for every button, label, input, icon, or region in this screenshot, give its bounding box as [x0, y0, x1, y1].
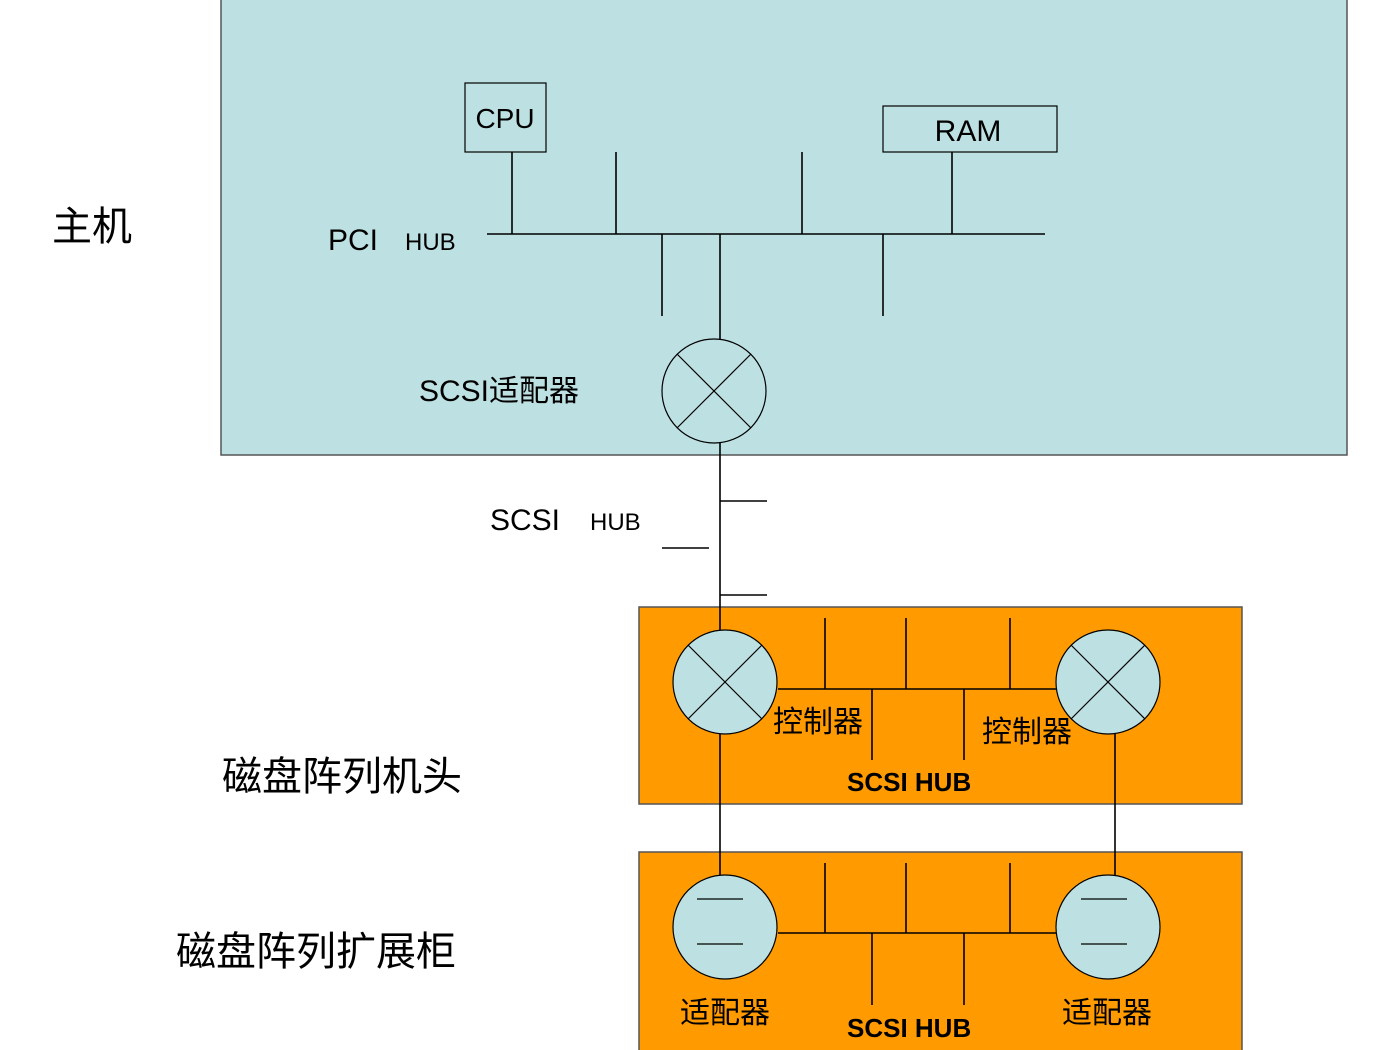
adapter-right-node	[1055, 874, 1161, 980]
array-expansion-label: 磁盘阵列扩展柜	[176, 929, 456, 975]
scsi-label: SCSI	[490, 504, 560, 537]
scsi-adapter-cross-b	[676, 353, 752, 429]
array-head-label: 磁盘阵列机头	[222, 754, 462, 800]
ram-label: RAM	[935, 115, 1002, 148]
cpu-box	[464, 82, 547, 153]
pci-label: PCI	[328, 224, 378, 257]
controller-right-label: 控制器	[982, 715, 1072, 750]
scsi-hub-label: HUB	[590, 509, 641, 536]
adapter-right-label: 适配器	[1062, 996, 1152, 1031]
ext-scsi-hub-label: SCSI HUB	[847, 1013, 971, 1043]
controller-left-label: 控制器	[773, 705, 863, 740]
controller-right-cross-b	[1070, 644, 1146, 720]
host-label: 主机	[52, 204, 132, 250]
ram-box	[882, 105, 1058, 153]
scsi-adapter-label: SCSI适配器	[419, 375, 579, 408]
head-scsi-hub-label: SCSI HUB	[847, 767, 971, 797]
adapter-left-label: 适配器	[680, 996, 770, 1031]
adapter-left-node	[672, 874, 778, 980]
host-box	[220, 0, 1348, 456]
cpu-label: CPU	[475, 103, 534, 134]
pci-hub-label: HUB	[405, 229, 456, 256]
controller-left-cross-b	[687, 644, 763, 720]
